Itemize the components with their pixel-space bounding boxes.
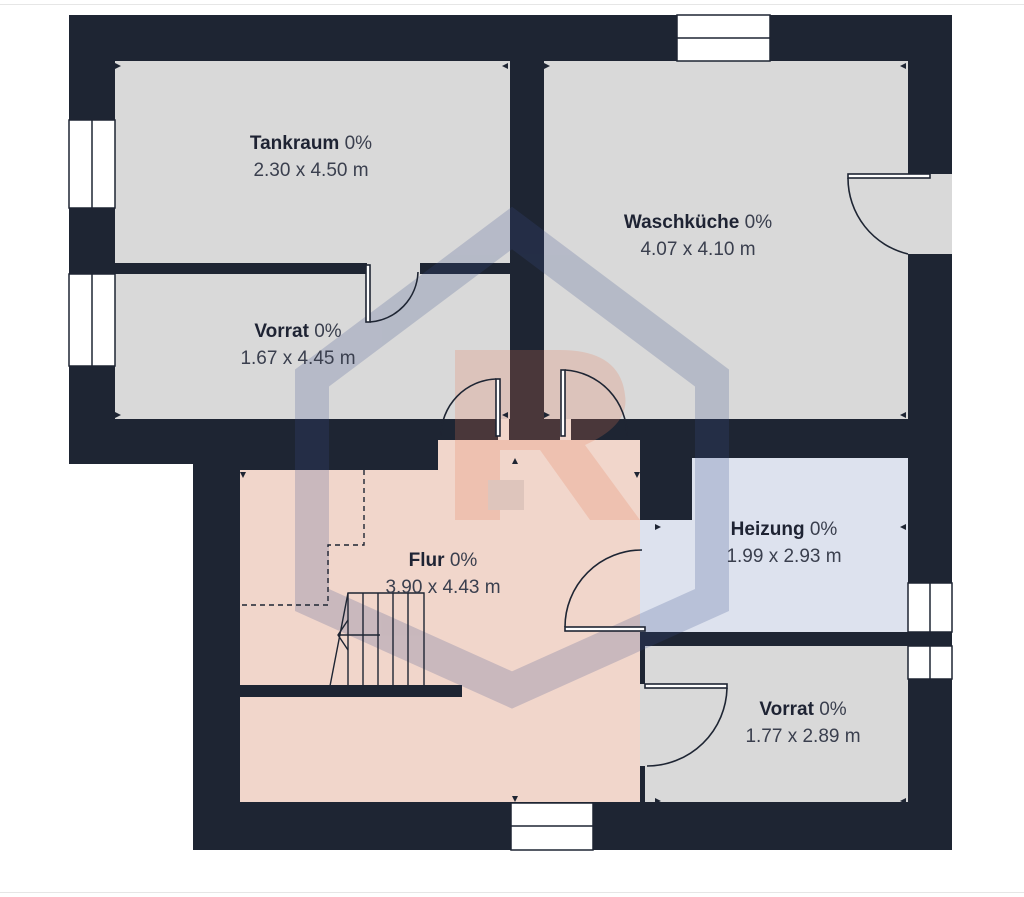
door-heizung: [564, 549, 646, 632]
room-share: 0%: [819, 699, 847, 720]
doors: [365, 173, 931, 767]
windows: [68, 14, 953, 851]
room-name: Tankraum: [249, 133, 340, 154]
door-exterior: [847, 173, 931, 255]
room-dimensions: 1.99 x 2.93 m: [726, 546, 842, 567]
window-right-upper: [907, 582, 953, 633]
room-share: 0%: [314, 321, 342, 342]
room-dimensions: 1.77 x 2.89 m: [745, 726, 861, 747]
window-left-upper: [68, 119, 116, 209]
door-tankraum-vorrat: [365, 264, 419, 323]
room-name: Waschküche: [623, 212, 740, 233]
room-dimensions: 1.67 x 4.45 m: [240, 348, 356, 369]
room-vorrat-right: [645, 646, 908, 802]
room-dimensions: 3.90 x 4.43 m: [385, 577, 501, 598]
watermark-logo: [295, 206, 729, 709]
room-share: 0%: [449, 550, 478, 571]
room-label-waschkueche: Waschküche 0% 4.07 x 4.10 m: [598, 210, 798, 264]
room-flur: [240, 440, 640, 802]
staircase: [240, 470, 425, 687]
room-name: Vorrat: [254, 321, 309, 342]
window-left-lower: [68, 273, 116, 367]
heizung-bridge: [640, 520, 646, 632]
room-dimensions: 4.07 x 4.10 m: [640, 239, 756, 260]
vorrat-bridge: [640, 684, 646, 766]
room-vorrat-left: [115, 274, 510, 419]
room-label-heizung: Heizung 0% 1.99 x 2.93 m: [684, 517, 884, 571]
room-name: Heizung: [730, 519, 805, 540]
bottom-divider: [0, 892, 1024, 893]
room-waschkueche: [544, 61, 908, 419]
room-share: 0%: [809, 519, 838, 540]
door-vorrat-right: [644, 683, 728, 767]
room-share: 0%: [344, 133, 373, 154]
room-label-vorrat-left: Vorrat 0% 1.67 x 4.45 m: [198, 319, 398, 373]
room-name: Vorrat: [759, 699, 814, 720]
door-waschkueche-flur: [560, 369, 628, 437]
room-label-tankraum: Tankraum 0% 2.30 x 4.50 m: [211, 131, 411, 185]
room-name: Flur: [408, 550, 445, 571]
room-label-vorrat-right: Vorrat 0% 1.77 x 2.89 m: [703, 697, 903, 751]
room-dimensions: 2.30 x 4.50 m: [253, 160, 369, 181]
measure-markers: [115, 63, 906, 804]
room-share: 0%: [744, 212, 773, 233]
window-right-lower: [907, 645, 953, 680]
room-label-flur: Flur 0% 3.90 x 4.43 m: [343, 548, 543, 602]
window-top: [676, 14, 771, 62]
flur-lower-wall-strip: [240, 686, 462, 697]
room-heizung: [645, 458, 908, 632]
top-divider: [0, 4, 1024, 5]
door-vorrat-flur: [440, 378, 501, 437]
exterior-door-opening: [908, 174, 952, 254]
room-tankraum: [115, 61, 510, 263]
window-bottom: [510, 802, 594, 851]
